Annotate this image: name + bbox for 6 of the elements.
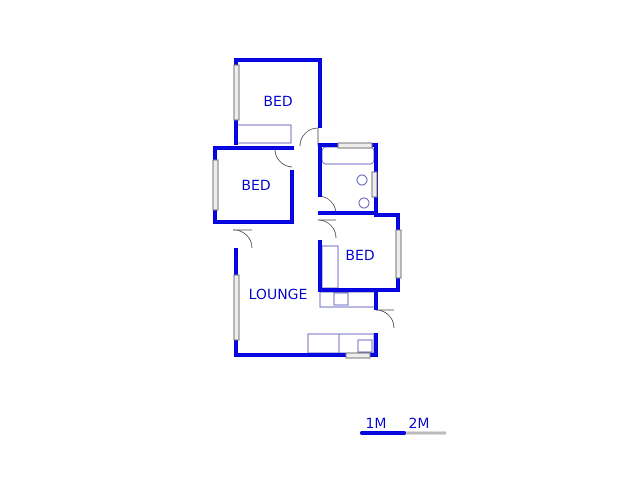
room-label: LOUNGE — [248, 288, 308, 302]
room-label: BED — [263, 95, 293, 109]
room-label: BED — [345, 249, 375, 263]
room-label: BED — [241, 179, 271, 193]
scale-label: 2M — [408, 417, 430, 431]
scale-label: 1M — [366, 417, 386, 431]
